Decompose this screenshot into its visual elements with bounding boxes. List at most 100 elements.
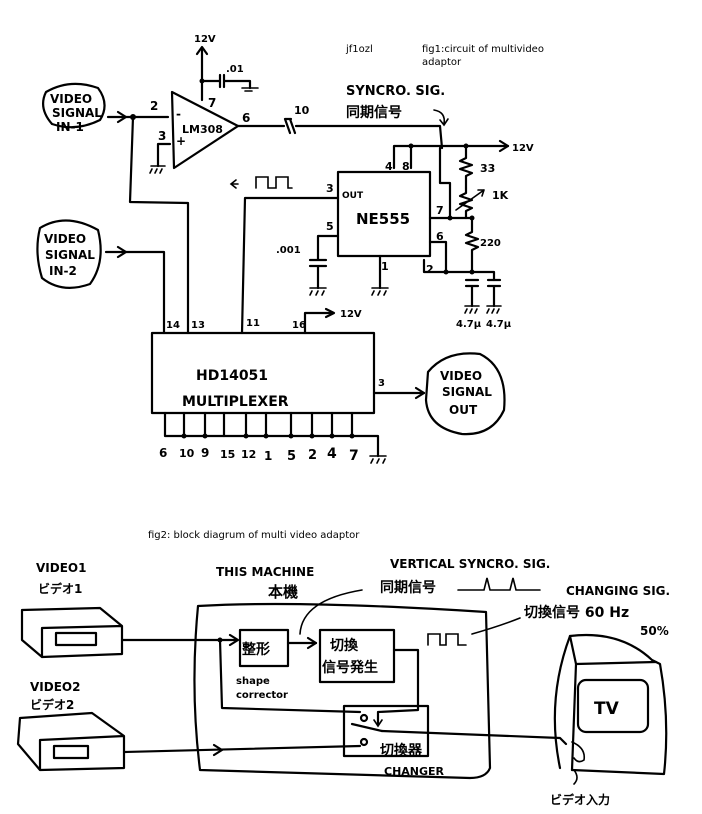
arrow-right-icon: [498, 139, 510, 153]
svg-text:7: 7: [436, 204, 444, 217]
svg-text:IN-1: IN-1: [56, 120, 84, 134]
svg-text:10: 10: [294, 104, 310, 117]
svg-text:14: 14: [166, 320, 180, 331]
svg-text:16: 16: [292, 320, 306, 331]
video-in-1-bubble: VIDEO SIGNAL IN-1: [41, 82, 106, 134]
svg-text:shape: shape: [236, 676, 270, 687]
svg-text:VIDEO: VIDEO: [44, 232, 86, 246]
ground-icon: [371, 287, 389, 296]
video2-label-jp: ビデオ2: [30, 697, 74, 712]
square-wave-icon: [255, 176, 293, 189]
ground-icon: [241, 87, 259, 92]
ground-icon: [369, 455, 387, 464]
svg-text:2: 2: [426, 263, 434, 276]
svg-text:HD14051: HD14051: [196, 368, 268, 384]
svg-text:切換: 切換: [330, 637, 359, 654]
arrow-in2: [116, 245, 128, 259]
svg-text:13: 13: [191, 320, 205, 331]
timing-caps: [464, 278, 502, 308]
svg-text:VIDEO: VIDEO: [440, 369, 482, 383]
svg-text:3: 3: [378, 378, 385, 389]
sync-arrow: [433, 109, 449, 127]
svg-text:4.7μ: 4.7μ: [456, 319, 482, 330]
svg-text:2: 2: [308, 448, 317, 463]
svg-text:11: 11: [246, 318, 260, 329]
svg-text:15: 15: [220, 448, 235, 461]
resistor-220: [464, 216, 480, 274]
wire-555-out: [240, 196, 340, 335]
arrow-right-icon: [306, 636, 318, 650]
video1-label: VIDEO1: [36, 561, 86, 575]
mux-bottom-pins: 6 10 9 15 12 1 5 2 4 7: [159, 411, 387, 464]
fig2-caption: fig2: block diagrum of multi video adapt…: [148, 530, 360, 541]
svg-text:SIGNAL: SIGNAL: [442, 385, 492, 399]
resistor-33: [458, 144, 474, 190]
ground-icon: [486, 305, 502, 314]
wire-in1-to-mux: [128, 115, 190, 335]
svg-text:220: 220: [480, 238, 501, 249]
wire-plus-gnd: [156, 142, 172, 168]
switch-lever: [350, 722, 384, 733]
video1-label-jp: ビデオ1: [38, 581, 82, 596]
svg-text:LM308: LM308: [182, 123, 223, 136]
svg-text:corrector: corrector: [236, 690, 288, 701]
svg-text:SIGNAL: SIGNAL: [52, 106, 102, 120]
wire-in2: [104, 250, 166, 335]
timer-cap: [308, 234, 340, 290]
square-wave-icon: [427, 633, 467, 646]
arrow-in1: [116, 110, 128, 124]
machine-label-jp: 本機: [268, 583, 298, 601]
bypass-cap: [200, 73, 252, 90]
video-in-2-bubble: VIDEO SIGNAL IN-2: [36, 219, 102, 289]
author-label: jf1ozl: [345, 44, 373, 55]
ground-icon: [149, 165, 166, 174]
machine-label: THIS MACHINE: [216, 565, 314, 579]
svg-text:.001: .001: [276, 245, 301, 256]
video2-deck-icon: [16, 711, 126, 772]
changer-block: [342, 704, 430, 758]
tv-input-label: ビデオ入力: [550, 792, 610, 807]
svg-text:8: 8: [402, 160, 410, 173]
arrow-right-icon: [212, 743, 224, 757]
mux-hd14051: HD14051 MULTIPLEXER 14 13 11 16 3: [150, 318, 385, 415]
svg-text:6: 6: [436, 230, 444, 243]
pulse-wave-icon: [457, 577, 541, 591]
wire-to-tv: [380, 729, 568, 746]
fig1-caption: fig1:circuit of multivideo: [422, 44, 544, 55]
svg-text:12V: 12V: [194, 34, 216, 45]
ground-icon: [464, 305, 480, 314]
tv-icon: TV: [553, 633, 668, 776]
changing-sig-label: CHANGING SIG.: [566, 584, 670, 598]
svg-text:OUT: OUT: [449, 403, 478, 417]
svg-text:9: 9: [201, 446, 209, 460]
vsync-label: VERTICAL SYNCRO. SIG.: [390, 557, 550, 571]
arrow-right-icon: [228, 633, 240, 647]
svg-text:3: 3: [158, 129, 166, 143]
sync-label-jp: 同期信号: [346, 104, 402, 121]
svg-text:-: -: [176, 107, 181, 121]
svg-text:整形: 整形: [241, 641, 270, 658]
arrow-up-icon: [195, 45, 209, 56]
shape-corrector-block: [238, 628, 290, 668]
svg-text:4: 4: [327, 446, 337, 462]
svg-text:1K: 1K: [492, 189, 509, 202]
arrow-right-icon: [414, 386, 426, 400]
coupling-cap: [283, 117, 297, 135]
svg-text:SIGNAL: SIGNAL: [45, 248, 95, 262]
svg-text:7: 7: [349, 448, 359, 464]
ground-icon: [309, 287, 327, 296]
timer-ne555: NE555 OUT 3 4 8 5 7 6 2 1: [326, 160, 444, 276]
sync-label: SYNCRO. SIG.: [346, 84, 445, 99]
svg-text:5: 5: [287, 449, 296, 464]
svg-text:12V: 12V: [340, 309, 362, 320]
svg-text:12V: 12V: [512, 143, 534, 154]
svg-text:.01: .01: [226, 64, 244, 75]
vsync-label-jp: 同期信号: [380, 579, 436, 596]
machine-box: [193, 602, 492, 780]
video1-deck-icon: [20, 606, 124, 659]
svg-text:1: 1: [381, 260, 389, 273]
arrow-right-icon: [324, 307, 336, 319]
svg-text:10: 10: [179, 447, 195, 460]
svg-text:12: 12: [241, 448, 256, 461]
